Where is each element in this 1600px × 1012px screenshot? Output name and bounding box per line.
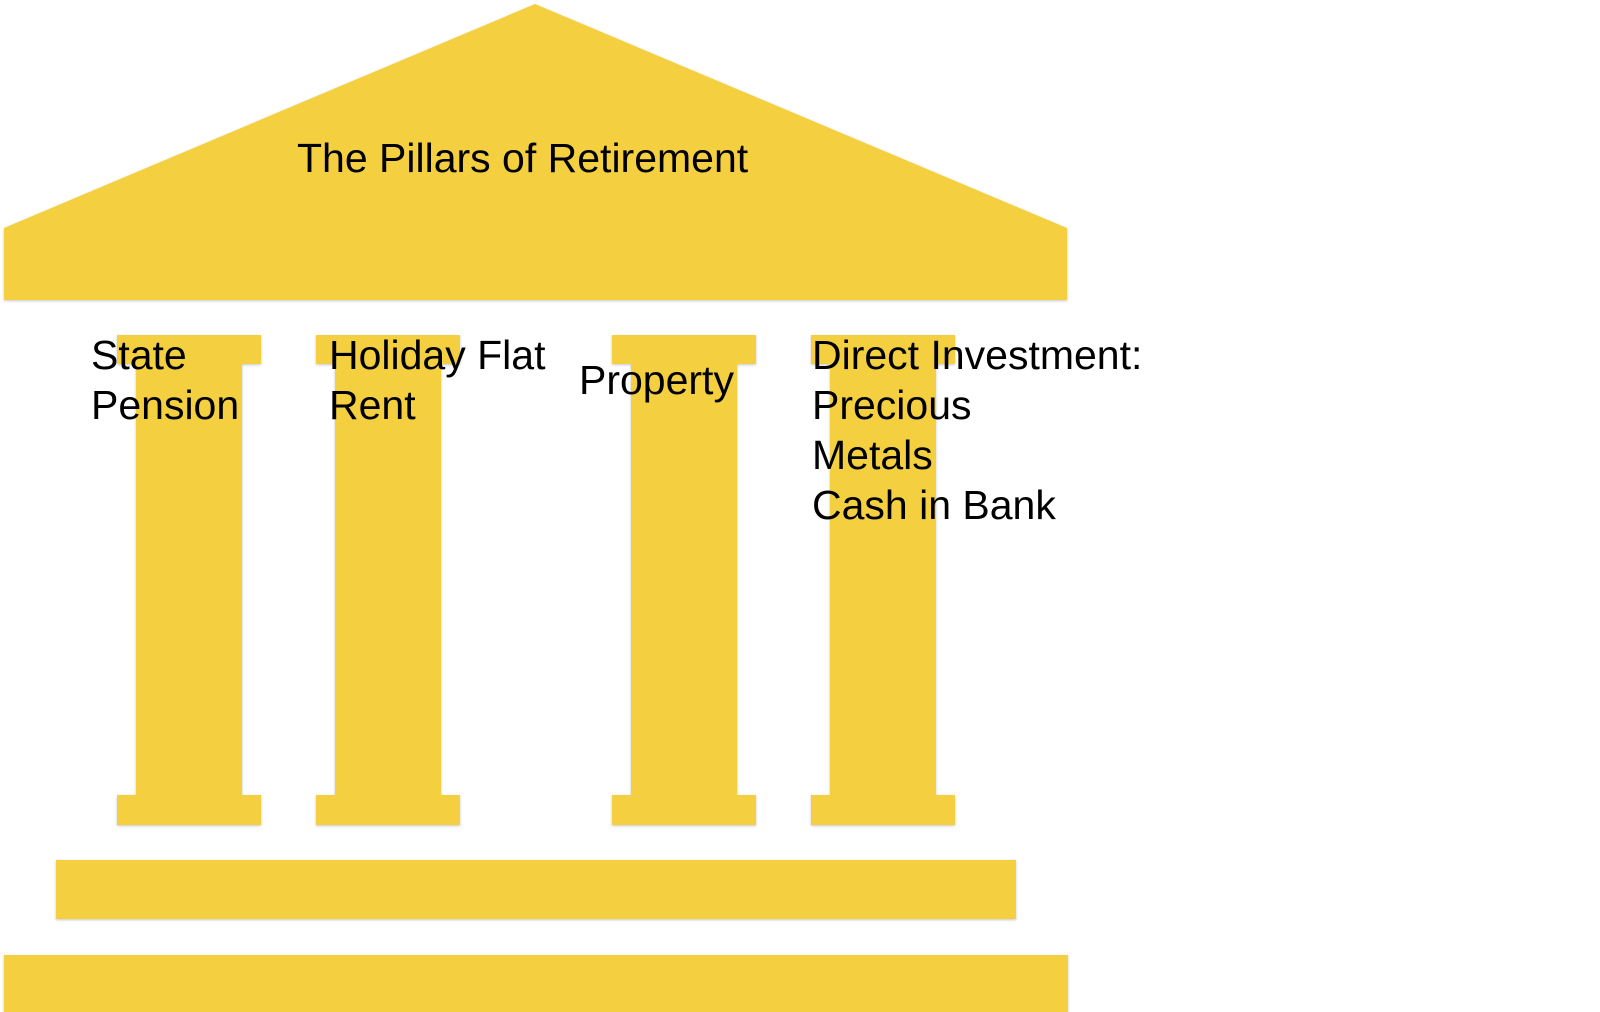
pillar-label-line: Holiday Flat [329, 332, 546, 378]
pillar-4 [811, 335, 955, 825]
pillar-label-line: Rent [329, 382, 416, 428]
base-step-upper [56, 860, 1016, 919]
roof-pediment [4, 4, 1067, 300]
pillar-label-line: Property [579, 357, 734, 403]
pillar-label-line: Metals [812, 432, 933, 478]
diagram-title: The Pillars of Retirement [297, 135, 749, 181]
pillar-label-line: Direct Investment: [812, 332, 1143, 378]
pillar-label-property: Property [579, 355, 734, 405]
pillar-label-holiday-flat-rent: Holiday Flat Rent [329, 330, 545, 430]
pillar-label-line: Pension [91, 382, 240, 428]
pillar-label-line: State [91, 332, 187, 378]
base-step-lower [4, 955, 1068, 1012]
pillar-3 [612, 335, 756, 825]
pillar-label-line: Cash in Bank [812, 482, 1056, 528]
pillar-label-line: Precious [812, 382, 972, 428]
pillar-1 [117, 335, 261, 825]
pillar-label-state-pension: State Pension [91, 330, 239, 430]
pillar-label-direct-investment: Direct Investment: Precious Metals Cash … [812, 330, 1142, 530]
pillar-2 [316, 335, 460, 825]
